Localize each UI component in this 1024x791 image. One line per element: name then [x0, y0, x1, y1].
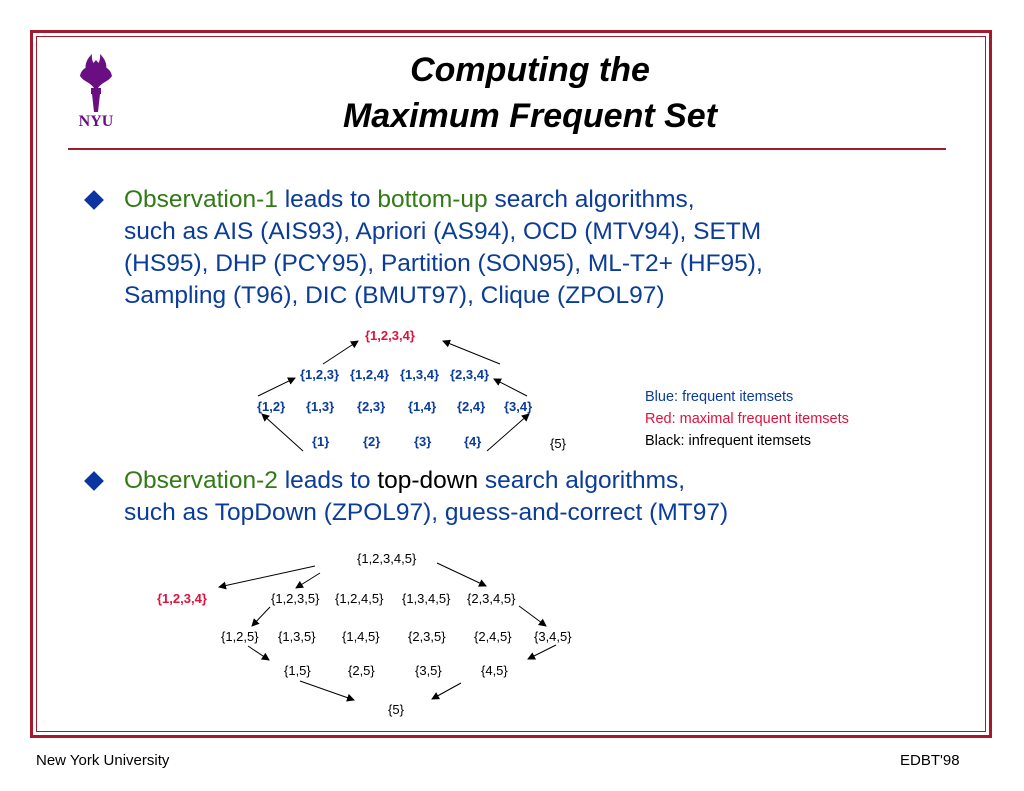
- lattice-1-node: {1}: [312, 434, 330, 449]
- lattice-2-node-top: {1,2,3,4,5}: [357, 551, 417, 566]
- lattice-1-node: {2,3,4}: [450, 367, 490, 382]
- lattice-1-node: {2}: [363, 434, 381, 449]
- lattice-2-node: {2,5}: [348, 663, 375, 678]
- observation-1-line-2: such as AIS (AIS93), Apriori (AS94), OCD…: [124, 218, 762, 245]
- arrow-icon: [322, 340, 359, 365]
- lattice-1-node: {1,4}: [408, 399, 437, 414]
- arrow-icon: [486, 413, 530, 452]
- arrow-icon: [431, 682, 462, 700]
- lattice-2-node-maximal: {1,2,3,4}: [157, 591, 207, 606]
- observation-1-line-3: (HS95), DHP (PCY95), Partition (SON95), …: [124, 250, 763, 277]
- slide-title-line-1: Computing the: [410, 51, 650, 89]
- lattice-1-node-infrequent: {5}: [550, 436, 566, 451]
- observation-2-text: leads to: [277, 467, 378, 494]
- arrow-icon: [251, 606, 271, 627]
- arrow-icon: [257, 377, 296, 397]
- lattice-1-node: {1,2,3}: [300, 367, 340, 382]
- arrow-icon: [442, 339, 501, 365]
- lattice-2-node: {1,2,5}: [221, 629, 259, 644]
- lattice-1-node: {1,2,4}: [350, 367, 390, 382]
- legend-frequent: Blue: frequent itemsets: [645, 389, 794, 405]
- color-legend: Blue: frequent itemsets Red: maximal fre…: [645, 386, 849, 452]
- lattice-2-node: {1,4,5}: [342, 629, 380, 644]
- footer-right: EDBT'98: [900, 752, 960, 769]
- nyu-torch-logo: [80, 54, 112, 112]
- arrow-icon: [436, 562, 487, 587]
- lattice-2-node: {1,3,5}: [278, 629, 316, 644]
- observation-2-line-2: such as TopDown (ZPOL97), guess-and-corr…: [124, 499, 729, 526]
- arrow-icon: [493, 378, 528, 397]
- lattice-2-node: {1,2,3,5}: [271, 591, 320, 606]
- lattice-2-node: {3,4,5}: [534, 629, 572, 644]
- bottom-up-term: bottom-up: [377, 186, 488, 213]
- lattice-1-node: {3}: [414, 434, 432, 449]
- observation-2-label: Observation-2: [124, 467, 278, 494]
- slide-border-inner: [36, 36, 986, 732]
- lattice-1-node: {4}: [464, 434, 482, 449]
- lattice-2-node: {3,5}: [415, 663, 442, 678]
- lattice-2-node: {1,2,4,5}: [335, 591, 384, 606]
- legend-maximal: Red: maximal frequent itemsets: [645, 411, 849, 427]
- arrow-icon: [518, 605, 547, 627]
- observation-1-text: leads to: [277, 186, 378, 213]
- lattice-1-node: {3,4}: [504, 399, 533, 414]
- lattice-1-node-maximal: {1,2,3,4}: [365, 328, 415, 343]
- nyu-logo-text: NYU: [78, 113, 114, 130]
- lattice-2-node: {2,4,5}: [474, 629, 512, 644]
- observation-1-text-tail: search algorithms,: [487, 186, 695, 213]
- observation-1-line-4: Sampling (T96), DIC (BMUT97), Clique (ZP…: [124, 282, 665, 309]
- lattice-1-node: {2,3}: [357, 399, 386, 414]
- slide-border-outer: [30, 30, 992, 738]
- arrow-icon: [247, 645, 270, 661]
- observation-2-paragraph: Observation-2 leads to top-down search a…: [124, 465, 728, 529]
- observation-2-line-1: Observation-2 leads to top-down search a…: [124, 465, 728, 497]
- footer-left: New York University: [36, 752, 170, 769]
- lattice-1-node: {2,4}: [457, 399, 486, 414]
- observation-1-label: Observation-1: [124, 186, 278, 213]
- lattice-1-node: {1,3}: [306, 399, 335, 414]
- lattice-2-node: {1,5}: [284, 663, 311, 678]
- lattice-2-node: {4,5}: [481, 663, 508, 678]
- arrow-icon: [299, 680, 355, 702]
- lattice-1-node: {1,3,4}: [400, 367, 440, 382]
- lattice-2-node: {1,3,4,5}: [402, 591, 451, 606]
- lattice-2-node: {2,3,4,5}: [467, 591, 516, 606]
- legend-infrequent: Black: infrequent itemsets: [645, 433, 812, 449]
- observation-1-paragraph: Observation-1 leads to bottom-up search …: [124, 184, 763, 312]
- lattice-1-node: {1,2}: [257, 399, 286, 414]
- arrow-icon: [261, 413, 304, 452]
- lattice-2-node-bottom: {5}: [388, 702, 404, 717]
- lattice-2-node: {2,3,5}: [408, 629, 446, 644]
- slide-title-line-2: Maximum Frequent Set: [342, 97, 718, 135]
- observation-1-line-1: Observation-1 leads to bottom-up search …: [124, 184, 763, 216]
- arrow-icon: [218, 565, 316, 590]
- title-divider: [68, 148, 946, 150]
- observation-2-text-tail: search algorithms,: [478, 467, 686, 494]
- top-down-term: top-down: [377, 467, 479, 494]
- arrow-icon: [527, 644, 557, 660]
- arrow-icon: [295, 572, 321, 589]
